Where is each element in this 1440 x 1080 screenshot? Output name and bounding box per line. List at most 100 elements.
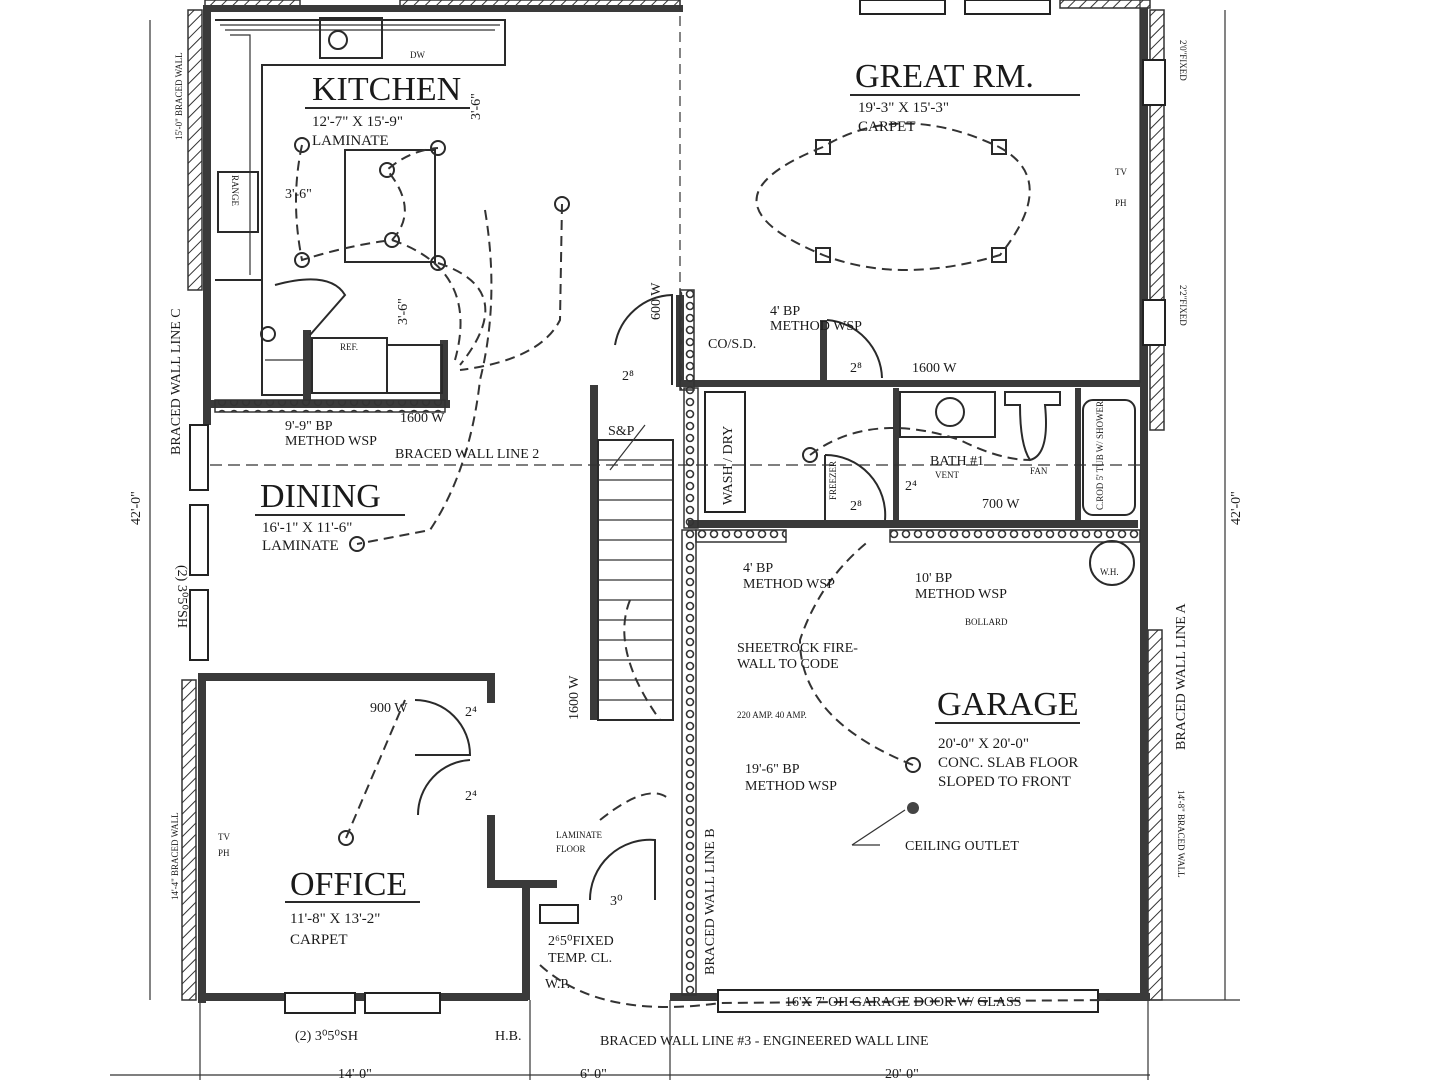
room-garage: GARAGE 20'-0" X 20'-0" CONC. SLAB FLOOR … xyxy=(935,686,1080,790)
phone-outlet-label: PH xyxy=(218,848,230,858)
room-office: OFFICE 11'-8" X 13'-2" CARPET xyxy=(285,866,420,948)
fixed-window-label: 2⁶5⁰FIXED xyxy=(548,934,614,949)
room-floor: CONC. SLAB FLOOR xyxy=(938,755,1078,771)
bp-note: 4' BP xyxy=(770,304,800,319)
room-size: 20'-0" X 20'-0" xyxy=(938,736,1029,752)
room-name: BATH #1 xyxy=(930,454,984,469)
refrigerator-label: REF. xyxy=(340,342,358,352)
room-floor: CARPET xyxy=(290,932,348,948)
bollard-label: BOLLARD xyxy=(965,617,1008,627)
braced-wall-laundry xyxy=(679,289,695,391)
door-size-label: 3⁰ xyxy=(610,894,623,909)
kitchen-fixtures xyxy=(215,17,506,396)
room-size: 19'-3" X 15'-3" xyxy=(858,100,949,116)
overall-dimensions: 42'-0" 42'-0" 14'-0" 6'-0" 20'-0" xyxy=(129,491,1244,1080)
dimension-lines xyxy=(110,10,1240,1080)
tv-outlet-label: TV xyxy=(1115,167,1127,177)
dimension-right: 42'-0" xyxy=(1229,491,1244,525)
wattage-label: 900 W xyxy=(370,701,408,716)
annotations: DW RANGE REF. 3'-6" 3'-6" 3'-6" 600 W 16… xyxy=(170,40,1188,1044)
fixed-window-label: 2'2"FIXED xyxy=(1178,285,1188,326)
room-name: GREAT RM. xyxy=(855,58,1034,95)
dining-window-label: (2) 3⁰5⁰SH xyxy=(174,565,189,628)
dishwasher-label: DW xyxy=(410,50,425,60)
method-note: METHOD WSP xyxy=(743,577,835,592)
tub-label: C.ROD 5' TUB W/ SHOWER xyxy=(1095,401,1105,510)
windows xyxy=(189,0,1166,1014)
dimension-label: 3'-6" xyxy=(285,187,312,202)
bp-note: 9'-9" BP xyxy=(285,419,333,434)
dimension-label: 3'-6" xyxy=(396,298,411,325)
wall-line-2-label: BRACED WALL LINE 2 xyxy=(395,447,539,462)
door-size-label: 2⁸ xyxy=(850,499,862,514)
vent-label: VENT xyxy=(935,470,959,480)
braced-wall-kitchen-dining xyxy=(214,399,446,413)
range-label: RANGE xyxy=(230,175,240,207)
wattage-label: 600 W xyxy=(649,282,664,320)
wattage-label: 700 W xyxy=(982,497,1020,512)
wattage-label: 1600 W xyxy=(400,411,445,426)
braced-wall-garage-top-left xyxy=(695,529,787,543)
bp-note: 19'-6" BP xyxy=(745,762,800,777)
room-floor: LAMINATE xyxy=(312,133,389,149)
braced-wall-line-b xyxy=(681,529,697,996)
room-floor: CARPET xyxy=(858,119,916,135)
bp-note: 10' BP xyxy=(915,571,952,586)
door-size-label: 2⁴ xyxy=(465,789,477,804)
door-swings xyxy=(414,293,887,901)
laminate-floor-label: LAMINATE xyxy=(556,830,602,840)
dimension-bottom: 6'-0" xyxy=(580,1067,607,1080)
room-floor-note: SLOPED TO FRONT xyxy=(938,774,1071,790)
dimension-bottom: 14'-0" xyxy=(338,1067,372,1080)
water-heater-label: W.H. xyxy=(1100,567,1119,577)
tv-outlet-label: TV xyxy=(218,832,230,842)
room-bath: BATH #1 VENT FAN xyxy=(930,454,1048,480)
door-size-label: 2⁴ xyxy=(465,705,477,720)
room-size: 12'-7" X 15'-9" xyxy=(312,114,403,130)
freezer-label: FREEZER xyxy=(828,461,838,500)
braced-wall-note: 14'-8" BRACED WALL xyxy=(1176,790,1186,878)
door-size-label: 2⁴ xyxy=(905,479,917,494)
braced-wall-laundry-lower xyxy=(683,387,699,529)
wiring xyxy=(210,0,1141,1008)
room-name: KITCHEN xyxy=(312,71,461,108)
room-kitchen: KITCHEN 12'-7" X 15'-9" LAMINATE xyxy=(305,71,470,149)
phone-outlet-label: PH xyxy=(1115,198,1127,208)
wattage-label: 1600 W xyxy=(912,361,957,376)
dimension-label: 3'-6" xyxy=(469,93,484,120)
wall-line-b-label: BRACED WALL LINE B xyxy=(703,828,718,975)
waterproof-outlet-label: W.P. xyxy=(545,977,570,992)
room-dining: DINING 16'-1" X 11'-6" LAMINATE xyxy=(255,478,405,554)
co-smoke-detector-label: CO/S.D. xyxy=(708,337,756,352)
room-size: 16'-1" X 11'-6" xyxy=(262,520,352,536)
braced-wall-lines: BRACED WALL LINE C BRACED WALL LINE 2 BR… xyxy=(169,308,1189,1049)
room-great-room: GREAT RM. 19'-3" X 15'-3" CARPET xyxy=(850,58,1080,135)
sheetrock-note: SHEETROCK FIRE- xyxy=(737,641,858,656)
hatched-wall-top-3 xyxy=(1059,0,1151,9)
amperage-note: 220 AMP. 40 AMP. xyxy=(737,710,807,720)
wall-line-a-label: BRACED WALL LINE A xyxy=(1174,603,1189,750)
braced-wall-note: 15'-0" BRACED WALL xyxy=(174,52,184,140)
garage-door-label: 16'X 7' OH GARAGE DOOR W/ GLASS xyxy=(785,995,1022,1010)
shelf-pole-label: S&P xyxy=(608,424,635,439)
laminate-floor-label: FLOOR xyxy=(556,844,586,854)
door-size-label: 2⁸ xyxy=(622,369,634,384)
wall-line-c-label: BRACED WALL LINE C xyxy=(169,308,184,455)
bath-fixtures xyxy=(899,391,1136,586)
hatched-wall-kitchen xyxy=(187,9,203,291)
hatched-wall-office xyxy=(181,679,197,1001)
office-window-label: (2) 3⁰5⁰SH xyxy=(295,1029,358,1044)
braced-wall-note: 14'-4" BRACED WALL xyxy=(170,812,180,900)
dimension-bottom: 20'-0" xyxy=(885,1067,919,1080)
hatched-wall-garage xyxy=(1147,629,1163,1001)
room-name: GARAGE xyxy=(937,686,1079,723)
room-name: DINING xyxy=(260,478,381,515)
bp-note: 4' BP xyxy=(743,561,773,576)
wattage-label: 1600 W xyxy=(567,675,582,720)
fixed-window-label: 2'0"FIXED xyxy=(1178,40,1188,81)
ceiling-outlet-label: CEILING OUTLET xyxy=(905,839,1019,854)
staircase xyxy=(597,424,674,721)
hose-bib-label: H.B. xyxy=(495,1029,521,1044)
washer-dryer-label: WASH / DRY xyxy=(721,426,736,505)
